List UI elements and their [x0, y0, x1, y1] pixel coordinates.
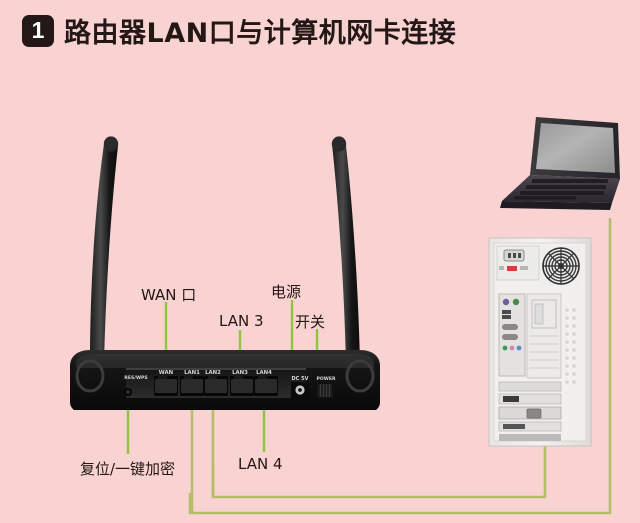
- laptop-keyboard-base: [500, 175, 620, 210]
- page-title: 路由器LAN口与计算机网卡连接: [64, 18, 457, 49]
- port-label-lan2: LAN2: [205, 370, 221, 376]
- reset-wps-label: RES/WPS: [124, 375, 147, 381]
- label-lan3: LAN 3: [219, 312, 264, 330]
- power-supply-unit: [496, 245, 540, 281]
- port-label-lan1: LAN1: [184, 370, 200, 376]
- motherboard-io-panel: [498, 293, 526, 377]
- label-reset-wps: 复位/一键加密: [80, 460, 176, 478]
- port-label-wan: WAN: [159, 370, 174, 376]
- antenna-right: [331, 136, 374, 384]
- antenna-left: [76, 136, 119, 384]
- port-label-lan4: LAN4: [256, 370, 272, 376]
- psu-fan-grill: [541, 246, 581, 286]
- dc-power-jack[interactable]: DC 5V: [291, 376, 309, 399]
- dc-jack-label: DC 5V: [292, 376, 309, 382]
- power-switch[interactable]: POWER: [316, 376, 336, 399]
- ethernet-jack[interactable]: [526, 408, 542, 419]
- ethernet-ports[interactable]: [154, 376, 278, 396]
- port-label-lan3: LAN3: [232, 370, 248, 376]
- desktop-pc-tower: [488, 237, 592, 447]
- wireless-router: WAN LAN1 LAN2 LAN3 LAN4: [70, 136, 380, 410]
- expansion-cards: [498, 381, 562, 441]
- label-power: 电源: [271, 283, 302, 301]
- laptop-screen: [530, 117, 620, 179]
- label-power-switch: 开关: [295, 313, 326, 331]
- step-header: 1 路由器LAN口与计算机网卡连接: [22, 11, 456, 50]
- port-label-group: WAN LAN1 LAN2 LAN3 LAN4: [159, 370, 272, 376]
- laptop-computer: [500, 117, 620, 210]
- ventilation-holes: [565, 308, 576, 384]
- label-wan-port: WAN 口: [141, 286, 197, 304]
- expansion-slots: [526, 293, 562, 379]
- label-lan4: LAN 4: [238, 455, 283, 473]
- power-switch-label: POWER: [316, 376, 335, 382]
- step-number-badge: 1: [22, 14, 54, 47]
- reset-wps-button[interactable]: RES/WPS: [124, 375, 148, 396]
